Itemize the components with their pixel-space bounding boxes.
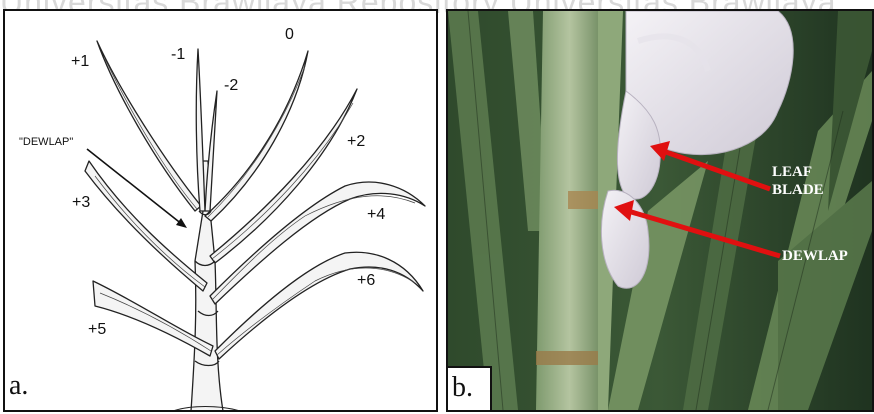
leaf-number-plus4: +4	[367, 206, 385, 224]
panel-a-letter: a.	[5, 366, 49, 410]
leaf-number-zero: 0	[285, 26, 294, 44]
photo-stalk	[536, 11, 603, 410]
leaf-minus2	[205, 91, 217, 211]
leaf-number-plus1: +1	[71, 53, 89, 71]
leaf-number-plus6: +6	[357, 272, 375, 290]
leaf-blade-label: LEAF BLADE	[772, 163, 824, 199]
panel-b-photo: LEAF BLADE DEWLAP b.	[446, 9, 874, 412]
leaf-number-plus3: +3	[72, 194, 90, 212]
leaf-plus1	[97, 41, 201, 211]
panel-b-letter: b.	[448, 366, 492, 410]
leaf-blade-label-line2: BLADE	[772, 181, 824, 199]
leaf-blade-label-line1: LEAF	[772, 163, 824, 181]
leaf-minus1	[196, 49, 205, 211]
leaf-number-plus5: +5	[88, 321, 106, 339]
leaf-zero	[205, 51, 308, 221]
dewlap-photo-label: DEWLAP	[782, 247, 848, 265]
panel-a-drawing: +1 -1 -2 0 +2 +3 +4 +5 +6 "DEWLAP" a.	[3, 9, 438, 412]
leaf-plus3	[85, 161, 207, 291]
leaf-number-minus2: -2	[224, 77, 238, 95]
dewlap-label: "DEWLAP"	[19, 136, 73, 148]
leaf-number-plus2: +2	[347, 133, 365, 151]
leaf-plus4	[210, 182, 425, 304]
sugarcane-photo	[448, 11, 872, 410]
leaf-number-minus1: -1	[171, 46, 185, 64]
